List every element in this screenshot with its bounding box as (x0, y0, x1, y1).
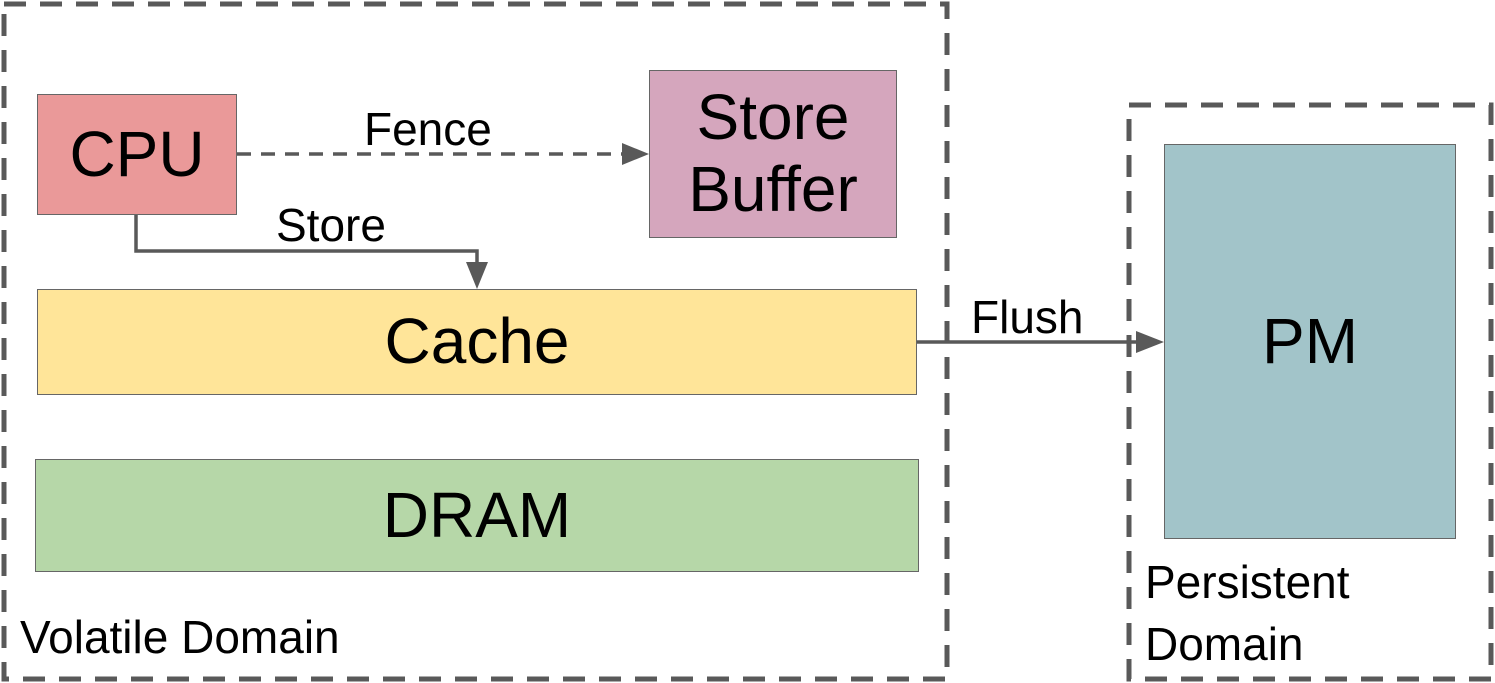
store-buffer-label-line1: Store (696, 81, 850, 154)
store-buffer-label-line2: Buffer (688, 153, 858, 225)
store-label: Store (276, 199, 386, 251)
cache-label: Cache (384, 305, 570, 378)
fence-label: Fence (364, 103, 492, 155)
store-arrow (134, 215, 488, 289)
pm-box: PM (1164, 144, 1456, 539)
pm-label: PM (1262, 304, 1358, 377)
dram-label: DRAM (382, 478, 572, 551)
store-buffer-box: Store Buffer (649, 70, 897, 238)
persistent-domain-label: Persistent Domain (1145, 552, 1350, 675)
persistent-domain-label-line2: Domain (1145, 617, 1304, 670)
cache-box: Cache (37, 289, 917, 395)
cpu-label: CPU (69, 117, 205, 190)
flush-arrow (917, 331, 1164, 353)
flush-label: Flush (971, 291, 1084, 343)
persistent-domain-label-line1: Persistent (1145, 556, 1350, 608)
dram-box: DRAM (35, 459, 919, 572)
cpu-box: CPU (37, 94, 237, 215)
persistent-domain-boundary (1126, 102, 1494, 682)
fence-arrow (237, 143, 649, 165)
volatile-domain-label: Volatile Domain (20, 611, 340, 663)
